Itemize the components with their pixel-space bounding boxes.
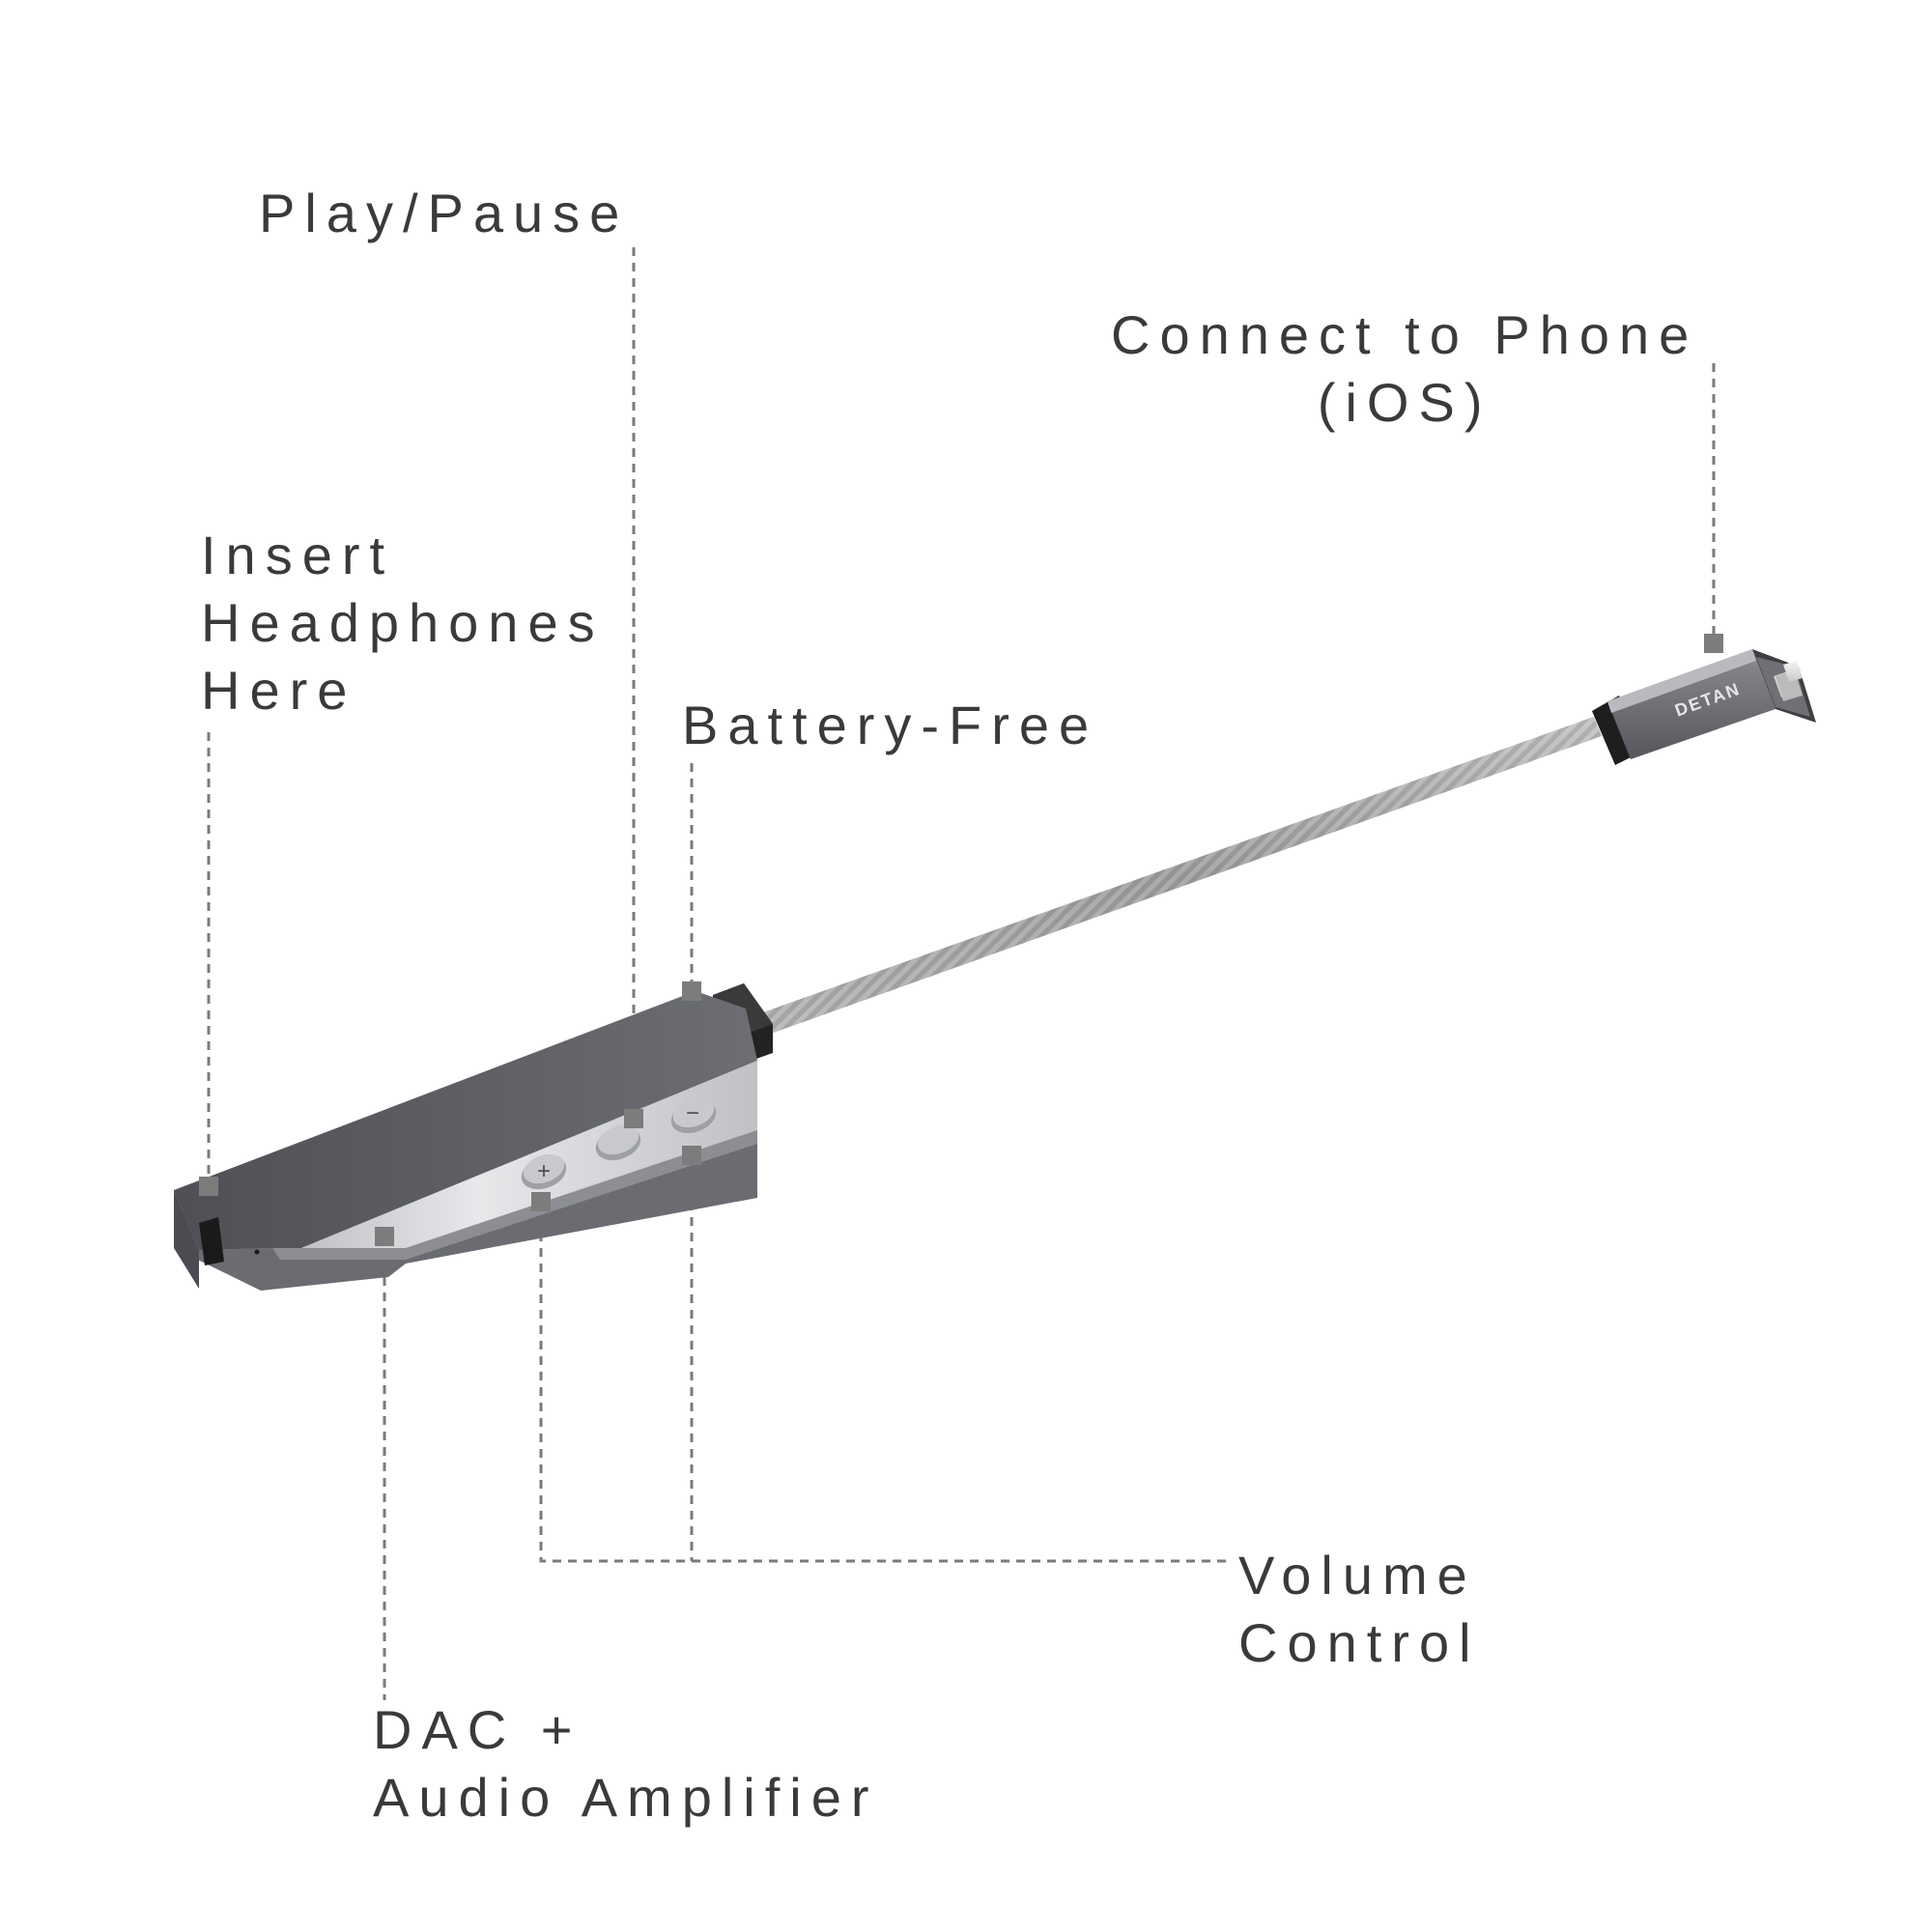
insert-headphones-line3: Here [201,660,357,721]
battery-free-text: Battery-Free [682,695,1099,755]
dac-amp-line1: DAC + [373,1699,582,1760]
insert-headphones-line2: Headphones [201,592,605,653]
dac-body [174,991,757,1291]
marker-volume-minus [682,1146,701,1165]
volume-minus-button[interactable]: − [667,1093,721,1139]
label-battery-free: Battery-Free [682,692,1098,759]
braided-cable [763,717,1602,1034]
dac-amp-line2: Audio Amplifier [373,1767,879,1828]
headphone-jack [199,1217,260,1265]
label-insert-headphones: Insert Headphones Here [201,522,605,724]
play-pause-text: Play/Pause [259,183,630,243]
leader-lines [207,247,1716,1700]
label-volume-control: Volume Control [1238,1542,1481,1677]
label-play-pause: Play/Pause [259,180,629,247]
label-connect-phone: Connect to Phone (iOS) [1111,301,1698,437]
connect-phone-line2: (iOS) [1317,372,1492,433]
leader-volume-plus [539,1202,1229,1563]
marker-connect-phone [1704,634,1723,653]
marker-battery-free [682,981,701,1001]
volume-control-line1: Volume [1238,1545,1477,1605]
minus-sign: − [686,1100,699,1126]
label-dac-amp: DAC + Audio Amplifier [373,1696,879,1832]
marker-dac-amp [375,1227,394,1246]
status-led [254,1249,260,1255]
marker-insert-headphones [199,1177,218,1196]
marker-play-pause [624,1109,643,1128]
marker-dots [199,634,1723,1246]
connect-phone-line1: Connect to Phone [1111,304,1699,365]
volume-plus-button[interactable]: + [517,1149,571,1195]
plus-sign: + [537,1158,551,1184]
insert-headphones-line1: Insert [201,525,395,585]
volume-control-line2: Control [1238,1612,1481,1673]
play-pause-button[interactable] [591,1120,645,1166]
lightning-connector: DETAN [1592,649,1816,765]
marker-volume-plus [531,1192,551,1211]
